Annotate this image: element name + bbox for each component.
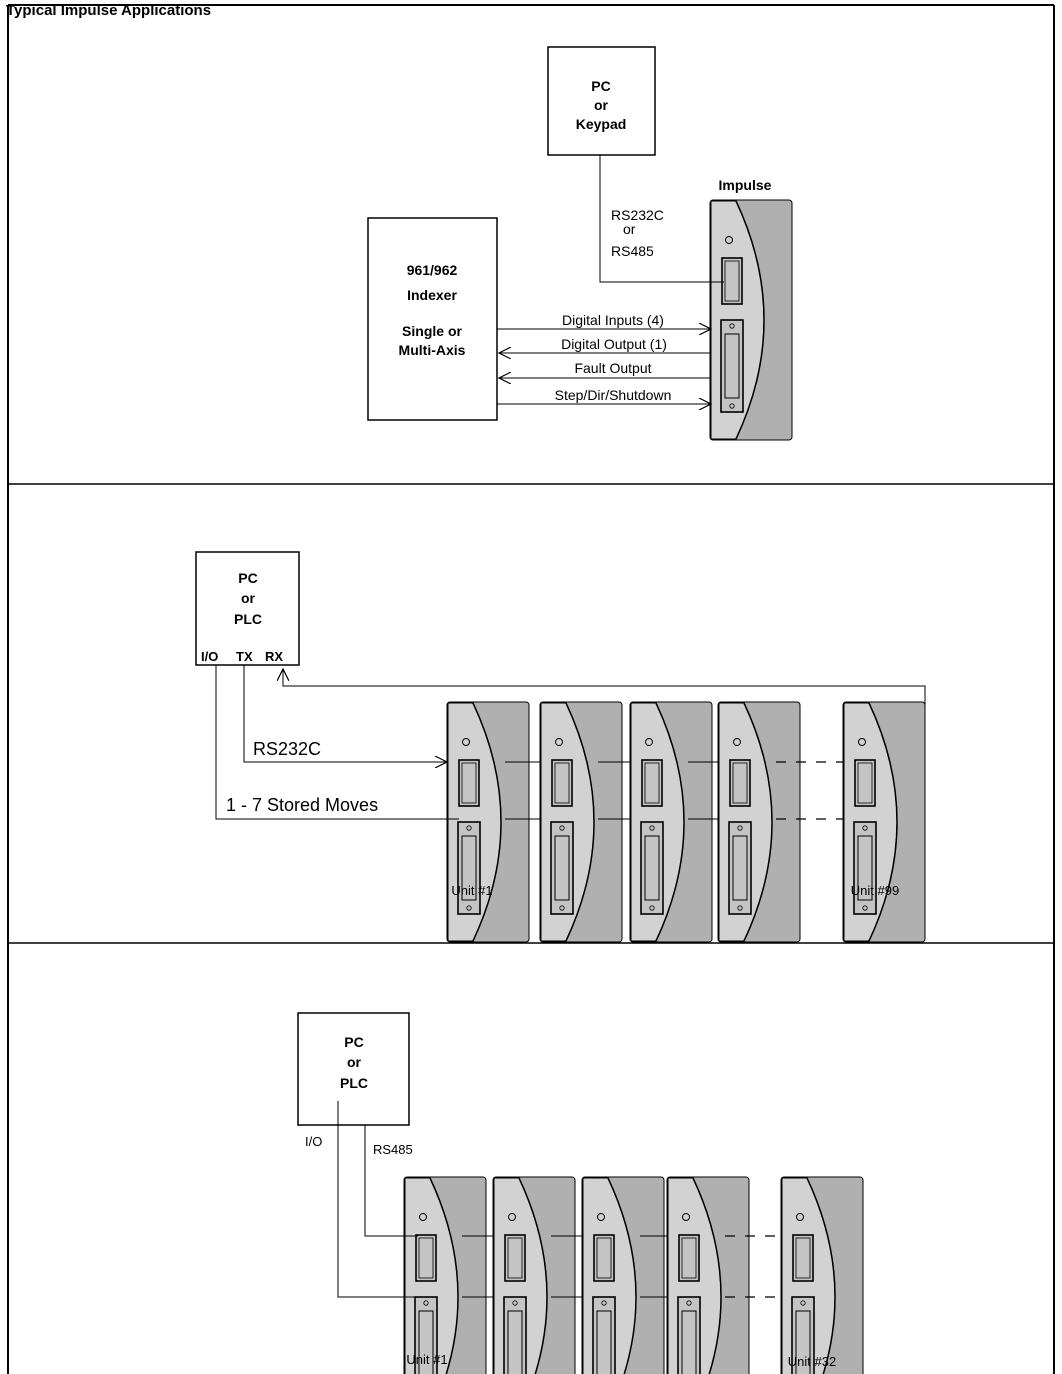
signal-digital-output: Digital Output (1) <box>561 336 667 352</box>
signal-step-dir: Step/Dir/Shutdown <box>555 387 672 403</box>
drive-label: Impulse <box>719 177 772 193</box>
host-box <box>297 1012 410 1126</box>
drive-icon <box>539 701 623 943</box>
panel-1: PC or Keypad Impulse RS232C or RS485 961… <box>367 46 793 441</box>
io-line <box>337 1101 418 1298</box>
host-line2: or <box>594 97 609 113</box>
host-line1: PC <box>238 570 257 586</box>
indexer-line3: Single or <box>402 323 462 339</box>
comm-label-line3: RS485 <box>611 243 654 259</box>
indexer-box <box>367 217 498 421</box>
io-line <box>215 665 459 820</box>
indexer-line1: 961/962 <box>407 262 458 278</box>
drive-icon <box>717 701 801 943</box>
port-io: I/O <box>201 649 218 664</box>
comm-label: RS485 <box>373 1142 413 1157</box>
port-tx: TX <box>236 649 253 664</box>
last-unit-label: Unit #32 <box>788 1354 836 1369</box>
tx-line <box>243 665 447 762</box>
drive-icon <box>403 1176 487 1374</box>
indexer-line2: Indexer <box>407 287 457 303</box>
host-line3: Keypad <box>576 116 627 132</box>
drive-icon <box>446 701 530 943</box>
comm-line <box>599 155 724 283</box>
comm-label-line2: or <box>623 221 636 237</box>
port-rx: RX <box>265 649 283 664</box>
host-line1: PC <box>344 1034 363 1050</box>
io-label: I/O <box>305 1134 322 1149</box>
rx-return-line <box>283 669 926 762</box>
drive-icon <box>666 1176 750 1374</box>
panel-2: PC or PLC I/O TX RX RS232C 1 - 7 Stored … <box>195 551 926 943</box>
last-unit-label: Unit #99 <box>851 883 899 898</box>
signal-fault-output: Fault Output <box>574 360 651 376</box>
drive-icon <box>709 199 793 441</box>
host-box <box>195 551 300 666</box>
drive-icon <box>842 701 926 943</box>
comm-label: RS232C <box>253 739 321 759</box>
drive-icon <box>629 701 713 943</box>
signal-digital-inputs: Digital Inputs (4) <box>562 312 664 328</box>
host-line1: PC <box>591 78 610 94</box>
host-line2: or <box>347 1054 362 1070</box>
panel-3: PC or PLC I/O RS485 Unit #1 Unit #32 <box>297 1012 864 1374</box>
comm-label-line1: RS232C <box>611 207 664 223</box>
first-unit-label: Unit #1 <box>451 883 492 898</box>
host-line3: PLC <box>340 1075 368 1091</box>
drive-icon <box>780 1176 864 1374</box>
host-line3: PLC <box>234 611 262 627</box>
rs485-line <box>364 1125 418 1237</box>
moves-label: 1 - 7 Stored Moves <box>226 795 378 815</box>
drive-icon <box>492 1176 576 1374</box>
first-unit-label: Unit #1 <box>406 1352 447 1367</box>
drive-icon <box>581 1176 665 1374</box>
host-box <box>547 46 656 156</box>
host-line2: or <box>241 590 256 606</box>
indexer-line4: Multi-Axis <box>399 342 466 358</box>
page-title: Typical Impulse Applications <box>6 2 211 19</box>
